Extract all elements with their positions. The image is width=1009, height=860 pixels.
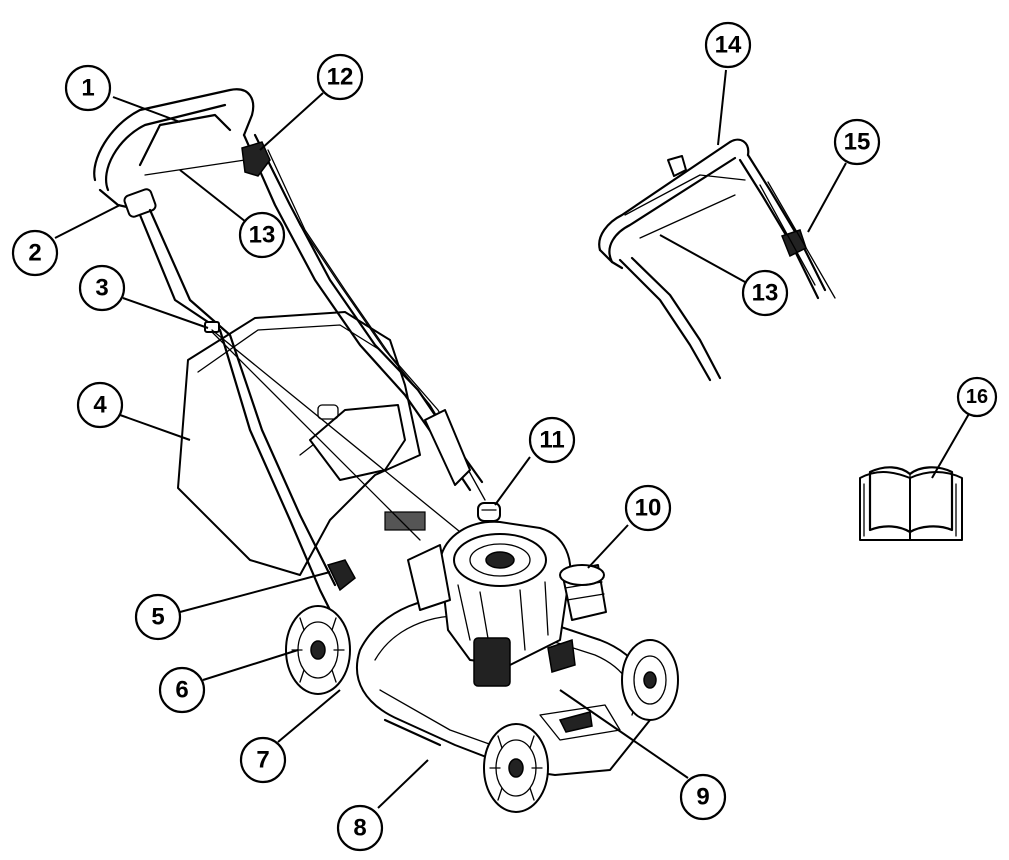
callout-1-label: 1 (81, 75, 94, 102)
leader-10 (587, 524, 629, 569)
leader-12 (259, 92, 324, 151)
callout-14-label: 14 (715, 32, 742, 59)
callout-14: 14 (704, 21, 752, 69)
callout-16-label: 16 (966, 386, 988, 408)
operator-manual-icon (859, 466, 963, 541)
callout-6-label: 6 (175, 677, 188, 704)
grass-catcher (177, 311, 426, 576)
callout-16: 16 (956, 376, 998, 418)
leader-8 (377, 759, 429, 809)
leader-6 (202, 649, 299, 681)
engine (407, 502, 607, 687)
leader-15 (807, 162, 847, 233)
rear-right-wheel (621, 639, 679, 721)
callout-15: 15 (833, 118, 881, 166)
leader-13b (659, 234, 746, 283)
leader-4 (119, 414, 191, 441)
leader-lines (54, 69, 971, 809)
leader-7 (277, 689, 341, 743)
callout-9-label: 9 (696, 784, 709, 811)
callout-13a-label: 13 (249, 222, 276, 249)
callout-13a: 13 (238, 211, 286, 259)
callout-11: 11 (528, 416, 576, 464)
rear-left-wheel (285, 605, 351, 695)
front-wheel (483, 723, 549, 813)
callout-3: 3 (78, 264, 126, 312)
callout-15-label: 15 (844, 129, 871, 156)
handle-detail-illustration (598, 138, 836, 382)
callout-1: 1 (64, 64, 112, 112)
callout-10-label: 10 (635, 495, 662, 522)
leader-11 (494, 456, 531, 506)
callout-2-label: 2 (28, 240, 41, 267)
leader-14 (717, 69, 727, 146)
callout-4-label: 4 (93, 392, 107, 419)
callout-5-label: 5 (151, 604, 164, 631)
callout-4: 4 (76, 381, 124, 429)
callout-5: 5 (134, 593, 182, 641)
callout-6: 6 (158, 666, 206, 714)
callout-10: 10 (624, 484, 672, 532)
leader-16 (931, 411, 971, 479)
mower-illustration (93, 88, 679, 813)
leader-1 (112, 96, 181, 123)
callout-7-label: 7 (256, 747, 269, 774)
handle-frame (93, 88, 486, 642)
leader-13a (179, 169, 247, 223)
callout-8: 8 (336, 804, 384, 852)
callout-7: 7 (239, 736, 287, 784)
leader-5 (179, 571, 331, 613)
callout-2: 2 (11, 229, 59, 277)
leader-2 (54, 204, 121, 239)
callout-3-label: 3 (95, 275, 108, 302)
leader-3 (122, 297, 209, 329)
callout-13b-label: 13 (752, 280, 779, 307)
leader-9 (559, 689, 689, 779)
callout-11-label: 11 (539, 427, 564, 454)
callout-8-label: 8 (353, 815, 366, 842)
callout-12-label: 12 (327, 64, 354, 91)
callout-13b: 13 (741, 269, 789, 317)
callout-12: 12 (316, 53, 364, 101)
callouts: 1 2 3 4 5 6 7 8 9 10 11 12 13 13 14 15 1… (11, 21, 998, 852)
callout-9: 9 (679, 773, 727, 821)
